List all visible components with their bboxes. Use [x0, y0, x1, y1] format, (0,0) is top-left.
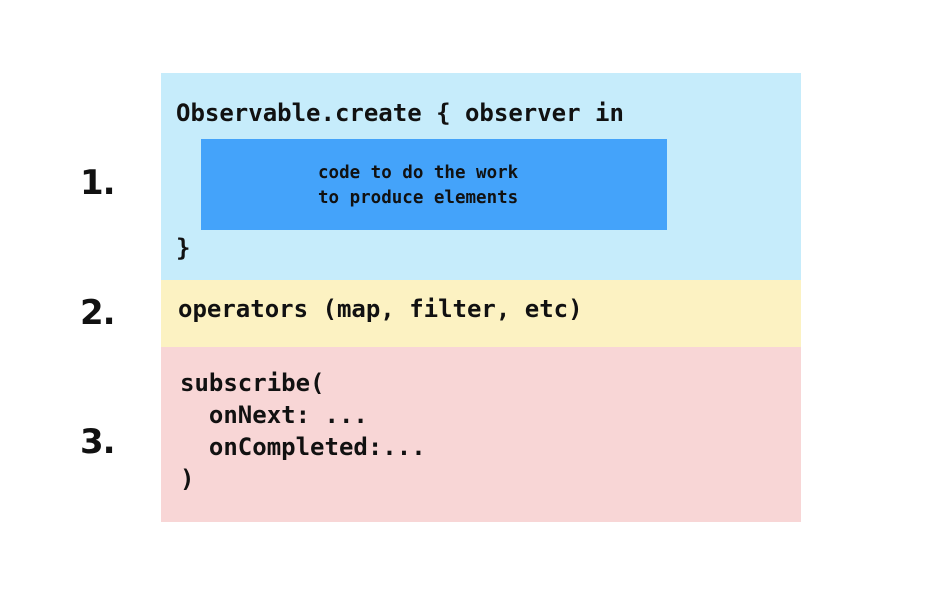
subscribe-line: )	[180, 465, 195, 493]
work-code-line: code to do the work	[318, 163, 519, 183]
work-code-box: code to do the work to produce elements	[201, 139, 667, 230]
operators-section: operators (map, filter, etc)	[161, 280, 801, 347]
subscribe-line: onCompleted:...	[180, 433, 426, 461]
subscribe-line: onNext: ...	[180, 401, 368, 429]
subscribe-section: subscribe( onNext: ... onCompleted:... )	[161, 347, 801, 522]
subscribe-line: subscribe(	[180, 369, 325, 397]
closing-brace: }	[176, 234, 191, 262]
work-code-line: to produce elements	[318, 188, 519, 208]
observable-create-section: Observable.create { observer in code to …	[161, 73, 801, 280]
step-number-1: 1.	[80, 163, 116, 203]
operators-line: operators (map, filter, etc)	[178, 295, 583, 323]
step-number-3: 3.	[80, 422, 116, 462]
observable-create-line: Observable.create { observer in	[176, 99, 624, 127]
step-number-2: 2.	[80, 293, 116, 333]
